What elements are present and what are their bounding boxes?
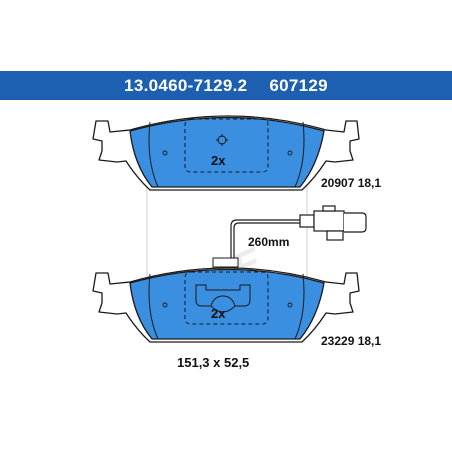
top-chamfer-right bbox=[294, 121, 305, 188]
top-dashed-recess bbox=[184, 118, 269, 173]
reference-number: 607129 bbox=[269, 76, 328, 95]
sensor-connector-latch bbox=[326, 230, 344, 241]
bottom-sensor-clip bbox=[212, 257, 239, 268]
bottom-pin-hole-right bbox=[287, 302, 293, 308]
sensor-wire bbox=[230, 219, 300, 258]
top-friction-material bbox=[129, 116, 325, 188]
bottom-chamfer-left bbox=[148, 273, 159, 340]
sensor-connector-sleeve bbox=[299, 214, 315, 228]
bottom-spring-arc bbox=[210, 305, 236, 313]
bottom-quantity-label: 2x bbox=[211, 306, 226, 321]
top-center-mark bbox=[216, 134, 228, 146]
top-pin-hole-left bbox=[162, 150, 168, 156]
top-brake-pad bbox=[92, 115, 360, 191]
bottom-chamfer-right bbox=[294, 273, 305, 340]
sensor-connector-tab bbox=[322, 205, 336, 212]
sensor-connector-body bbox=[313, 210, 345, 232]
wear-sensor bbox=[230, 205, 367, 258]
bottom-dashed-recess bbox=[184, 271, 269, 325]
sensor-length: 260mm bbox=[248, 235, 290, 249]
header-banner: 13.0460-7129.2 607129 bbox=[0, 71, 452, 100]
part-number: 13.0460-7129.2 bbox=[124, 76, 248, 95]
sensor-connector-clip bbox=[344, 212, 367, 233]
bottom-pin-hole-left bbox=[162, 302, 168, 308]
top-quantity-label: 2x bbox=[211, 153, 226, 168]
bottom-friction-material bbox=[129, 268, 325, 340]
top-chamfer-left bbox=[148, 121, 159, 188]
top-pin-hole-right bbox=[287, 150, 293, 156]
bottom-brake-pad bbox=[92, 257, 360, 343]
bottom-pad-code: 23229 18,1 bbox=[321, 334, 382, 348]
sensor-wire-inner bbox=[233, 222, 300, 258]
bottom-spring-clip bbox=[195, 284, 251, 307]
pad-dimensions: 151,3 x 52,5 bbox=[177, 355, 250, 370]
top-pad-code: 20907 18,1 bbox=[321, 176, 382, 190]
